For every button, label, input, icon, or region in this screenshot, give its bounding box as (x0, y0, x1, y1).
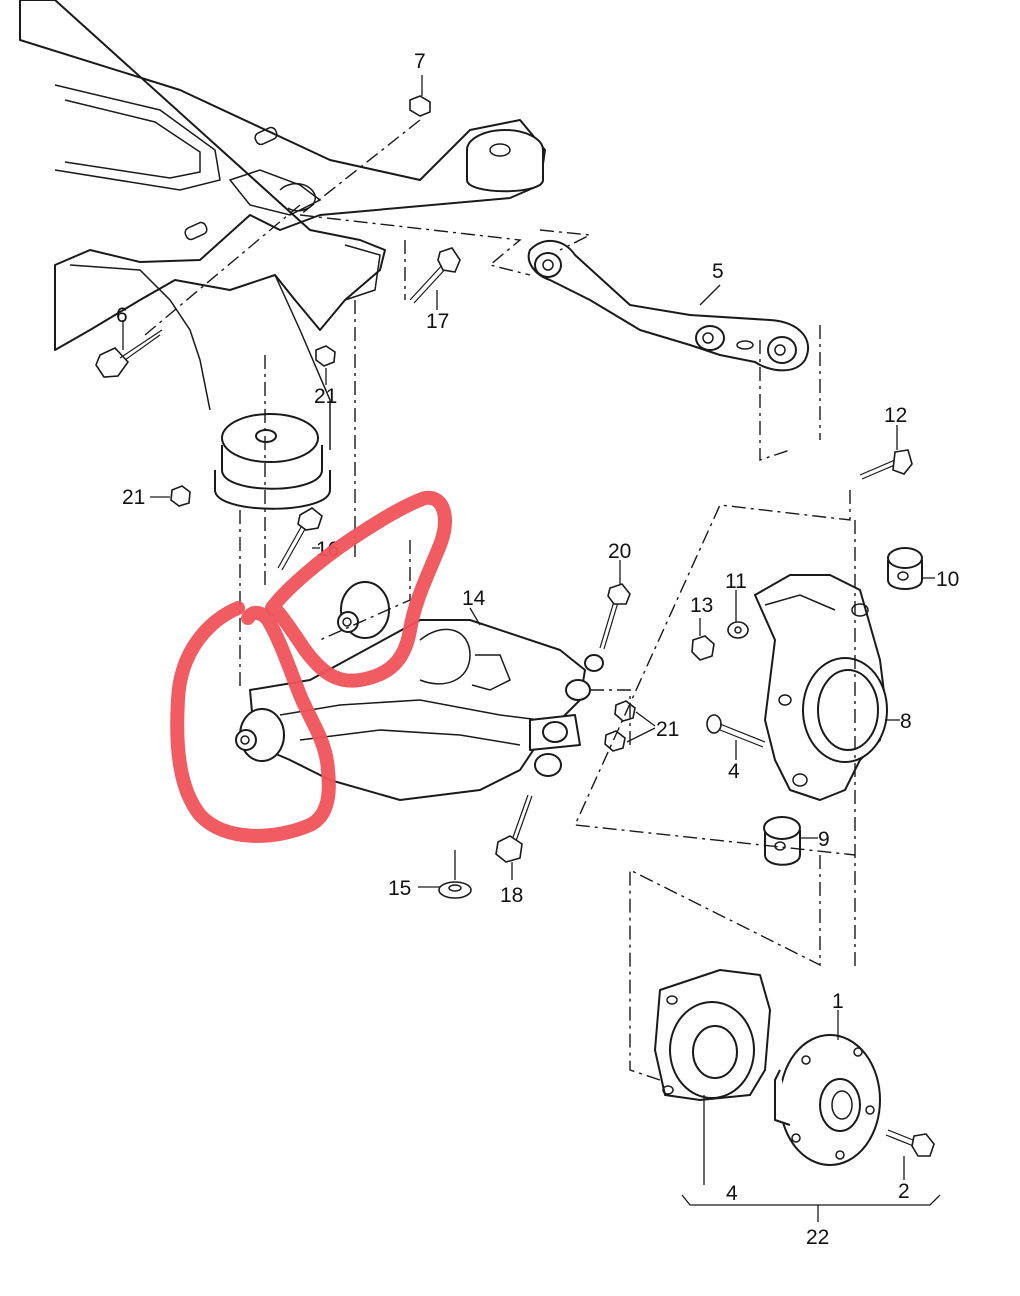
nut-13 (691, 635, 715, 661)
red-highlight-marks (170, 490, 452, 843)
bushing-9 (763, 816, 801, 866)
callout-9: 9 (818, 828, 830, 851)
highlight-front-bushing (170, 601, 336, 843)
callout-6: 6 (116, 304, 128, 327)
highlight-rear-bushing (265, 490, 452, 688)
subframe-mount-bushing (214, 413, 331, 510)
callout-12: 12 (884, 404, 907, 427)
wheel-hub (774, 1034, 881, 1166)
callout-18: 18 (500, 884, 523, 907)
callout-21-left: 21 (122, 486, 145, 509)
bolt-2 (885, 1129, 935, 1157)
leader-lines (122, 75, 941, 1222)
washer-11 (727, 621, 749, 639)
bolt-16 (277, 507, 323, 571)
callout-21-right: 21 (656, 718, 679, 741)
bushing-10 (887, 547, 923, 590)
callout-13: 13 (690, 594, 713, 617)
bolt-6 (95, 329, 163, 378)
callout-7: 7 (414, 50, 426, 73)
bolt-18 (495, 794, 533, 863)
callout-1: 1 (832, 990, 844, 1013)
callout-5: 5 (712, 260, 724, 283)
callout-10: 10 (936, 568, 959, 591)
callout-20: 20 (608, 540, 631, 563)
callout-11: 11 (725, 570, 747, 593)
callout-15: 15 (388, 877, 411, 900)
lower-control-arm (235, 581, 604, 801)
bolt-17 (409, 247, 461, 304)
subframe (19, 0, 546, 450)
nut-21-left (170, 485, 191, 507)
callout-17: 17 (426, 310, 449, 333)
upper-control-arm (527, 240, 810, 372)
callout-21-upper: 21 (314, 385, 337, 408)
bolt-12 (859, 449, 913, 480)
callout-14: 14 (462, 587, 486, 610)
washer-15 (438, 881, 472, 899)
callout-22: 22 (806, 1226, 829, 1249)
wheel-carrier-knuckle (754, 574, 888, 801)
wheel-bearing-unit (654, 969, 771, 1101)
callout-labels: 7 5 6 17 21 21 16 12 20 10 14 13 11 21 8… (116, 50, 959, 1249)
bolt-4 (706, 714, 766, 748)
nut-7 (409, 95, 431, 117)
assembly-lines (144, 119, 856, 1081)
callout-8: 8 (900, 710, 912, 733)
callout-2: 2 (898, 1180, 910, 1203)
callout-4-bearing: 4 (726, 1182, 738, 1205)
nut-21-upper (315, 345, 336, 367)
bolt-20 (599, 583, 631, 650)
callout-4-knuckle: 4 (728, 760, 740, 783)
